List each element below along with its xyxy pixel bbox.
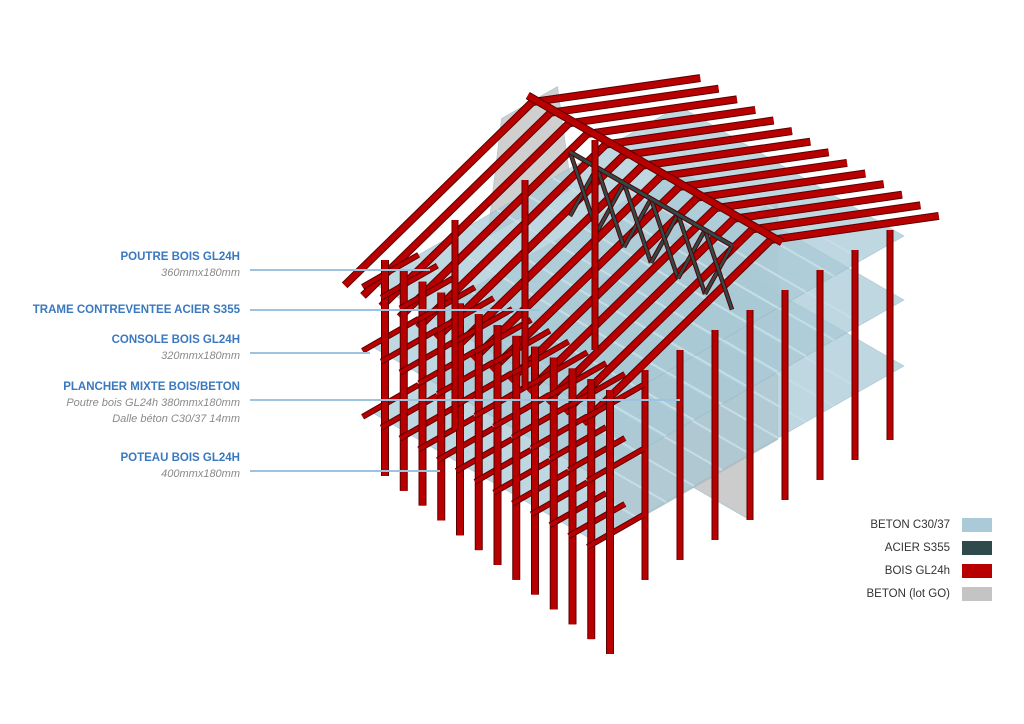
label-sub: 360mmx180mm bbox=[161, 267, 240, 279]
label-sub: Dalle béton C30/37 14mm bbox=[112, 413, 240, 425]
console bbox=[399, 274, 458, 311]
console bbox=[436, 426, 495, 462]
label-sub: 400mmx180mm bbox=[161, 468, 240, 480]
rafter bbox=[770, 212, 940, 243]
legend: BETON C30/37 ACIER S355 BOIS GL24h BETON… bbox=[840, 513, 992, 605]
rafter bbox=[581, 237, 773, 426]
console bbox=[586, 513, 645, 549]
rafter bbox=[452, 163, 645, 352]
rafter bbox=[507, 195, 700, 383]
steel-brace bbox=[595, 167, 626, 248]
rafter bbox=[605, 117, 775, 148]
label-sub: 320mmx180mm bbox=[161, 350, 240, 362]
rafter bbox=[568, 96, 738, 127]
console bbox=[492, 458, 551, 495]
steel-brace bbox=[703, 229, 734, 311]
console bbox=[586, 447, 645, 483]
label-title: CONSOLE BOIS GL24H bbox=[111, 334, 240, 346]
steel-brace bbox=[622, 182, 653, 264]
rafter bbox=[660, 149, 830, 180]
console bbox=[530, 480, 589, 517]
legend-item: BETON C30/37 bbox=[840, 513, 992, 536]
console bbox=[417, 349, 476, 386]
console bbox=[549, 425, 608, 461]
floor-joist bbox=[468, 225, 695, 357]
console bbox=[455, 307, 514, 343]
console bbox=[567, 436, 626, 472]
floor-joist bbox=[496, 209, 723, 341]
label-poutre: POUTRE BOIS GL24H 360mmx180mm bbox=[121, 250, 241, 281]
console bbox=[530, 350, 589, 387]
rafter bbox=[342, 99, 535, 288]
label-title: TRAME CONTREVENTEE ACIER S355 bbox=[32, 304, 240, 316]
rafter bbox=[550, 85, 720, 116]
rafter bbox=[623, 128, 793, 159]
console bbox=[549, 361, 608, 397]
console bbox=[455, 437, 514, 473]
legend-swatch bbox=[962, 563, 992, 578]
console bbox=[380, 327, 439, 364]
legend-swatch bbox=[962, 586, 992, 601]
label-title: POTEAU BOIS GL24H bbox=[120, 452, 241, 464]
rafter bbox=[531, 75, 701, 106]
legend-label: ACIER S355 bbox=[884, 541, 950, 554]
legend-item: ACIER S355 bbox=[840, 536, 992, 559]
rafter bbox=[586, 106, 756, 137]
console bbox=[567, 502, 626, 538]
console bbox=[549, 491, 608, 527]
legend-item: BETON (lot GO) bbox=[840, 582, 992, 605]
console bbox=[474, 448, 533, 484]
console bbox=[436, 360, 495, 396]
console bbox=[399, 338, 458, 375]
rafter bbox=[678, 159, 848, 190]
legend-label: BOIS GL24h bbox=[884, 564, 950, 577]
label-sub: Poutre bois GL24h 380mmx180mm bbox=[66, 397, 240, 409]
console bbox=[436, 296, 495, 332]
console bbox=[417, 415, 476, 452]
rafter bbox=[641, 138, 811, 169]
rafter bbox=[751, 202, 921, 233]
label-trame: TRAME CONTREVENTEE ACIER S355 bbox=[33, 303, 240, 318]
label-plancher: PLANCHER MIXTE BOIS/BETON Poutre bois GL… bbox=[63, 380, 240, 427]
rafter bbox=[696, 170, 866, 201]
console bbox=[530, 414, 589, 451]
legend-item: BOIS GL24h bbox=[840, 559, 992, 582]
console bbox=[361, 317, 420, 353]
label-title: PLANCHER MIXTE BOIS/BETON bbox=[63, 381, 240, 393]
rafter bbox=[562, 227, 755, 415]
steel-brace bbox=[676, 213, 707, 295]
rafter bbox=[715, 181, 885, 212]
rafter bbox=[397, 131, 590, 320]
console bbox=[511, 403, 570, 440]
rafter bbox=[470, 174, 663, 362]
label-poteau: POTEAU BOIS GL24H 400mmx180mm bbox=[121, 451, 241, 482]
legend-swatch bbox=[962, 517, 992, 532]
rafter bbox=[544, 216, 737, 405]
legend-label: BETON (lot GO) bbox=[866, 587, 951, 600]
steel-brace bbox=[649, 198, 680, 279]
rafter bbox=[733, 191, 903, 222]
legend-swatch bbox=[962, 540, 992, 555]
rafter bbox=[379, 121, 572, 309]
ridge-beam bbox=[526, 92, 784, 245]
label-title: POUTRE BOIS GL24H bbox=[120, 251, 241, 263]
console bbox=[511, 469, 570, 506]
console bbox=[399, 404, 458, 441]
rafter bbox=[415, 142, 608, 330]
label-console: CONSOLE BOIS GL24H 320mmx180mm bbox=[112, 333, 240, 364]
console bbox=[417, 285, 476, 322]
legend-label: BETON C30/37 bbox=[870, 518, 950, 531]
